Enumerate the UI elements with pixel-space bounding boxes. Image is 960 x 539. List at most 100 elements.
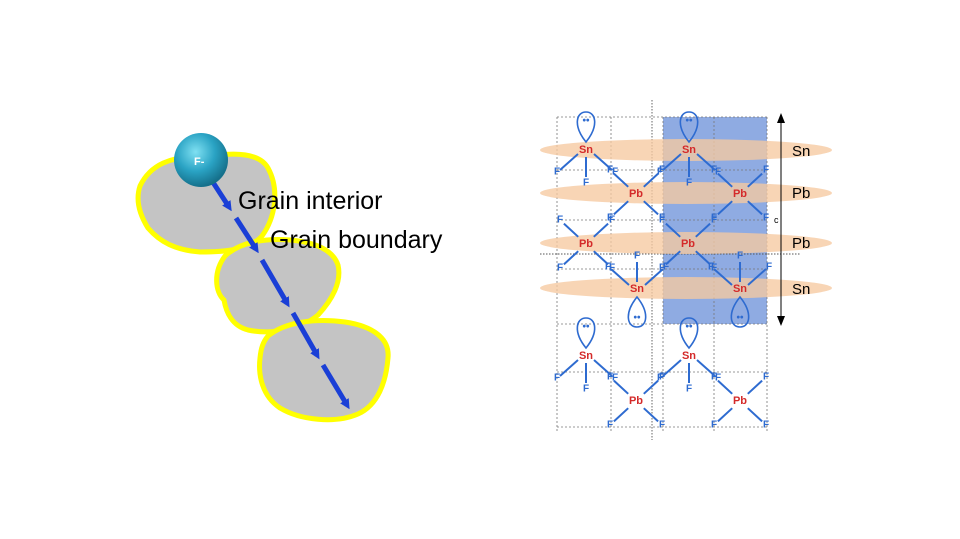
lone-pair-electrons: •• — [582, 322, 590, 333]
bond — [644, 268, 664, 286]
bond — [747, 172, 763, 188]
bond — [695, 222, 711, 238]
diffusion-arrow-segment — [259, 258, 290, 308]
lone-pair-electrons: •• — [582, 116, 590, 127]
bond — [717, 407, 733, 423]
layer-label-sn: Sn — [792, 281, 810, 298]
lone-pair-lobe — [627, 295, 647, 328]
bond — [665, 222, 681, 238]
bond — [747, 268, 767, 286]
bond — [662, 359, 682, 377]
layer-band-sn — [540, 277, 832, 299]
fluorine-atom: F — [659, 165, 665, 176]
lone-pair-lobe — [576, 317, 596, 350]
fluorine-atom: F — [557, 263, 563, 274]
fluorine-atom: F — [557, 215, 563, 226]
fluorine-atom: F — [583, 178, 589, 189]
fluorine-atom: F — [715, 167, 721, 178]
bond — [695, 250, 711, 266]
bond — [613, 407, 629, 423]
diffusion-arrow-segment — [233, 216, 259, 254]
fluorine-atom: F — [657, 167, 663, 178]
fluorine-atom: F — [554, 167, 560, 178]
tin-atom: Sn — [579, 144, 593, 156]
ion-label: F- — [194, 156, 205, 168]
bond — [696, 153, 716, 171]
diffusion-path — [202, 168, 350, 410]
layer-label-pb: Pb — [792, 185, 810, 202]
lone-pair-lobe — [576, 111, 596, 144]
fluorine-atom: F — [609, 215, 615, 226]
bond — [643, 172, 659, 188]
lead-atom: Pb — [681, 238, 695, 250]
bond — [593, 250, 609, 266]
c-axis-arrowhead-top — [777, 113, 785, 123]
bond — [613, 379, 629, 395]
fluorine-atom: F — [605, 262, 611, 273]
layer-label-sn: Sn — [792, 143, 810, 160]
c-axis-label: c — [774, 215, 779, 225]
fluorine-atom: F — [663, 262, 669, 273]
bond — [643, 407, 659, 423]
bond — [717, 200, 733, 216]
bond — [713, 268, 733, 286]
bond — [563, 250, 579, 266]
fluorine-atom: F — [766, 262, 772, 273]
fluorine-atom: F — [607, 213, 613, 224]
bond — [613, 200, 629, 216]
fluorine-atom: F — [708, 262, 714, 273]
grain-diagram: F- Grain interior Grain boundary — [135, 133, 443, 423]
tin-atom: Sn — [579, 350, 593, 362]
bond — [747, 379, 763, 395]
tin-atom: Sn — [682, 350, 696, 362]
fluorine-atom: F — [711, 165, 717, 176]
lone-pair-lobe — [679, 111, 699, 144]
bond — [559, 153, 579, 171]
grain-interior-label: Grain interior — [238, 187, 383, 215]
lone-pair-electrons: •• — [685, 116, 693, 127]
fluorine-atom: F — [612, 167, 618, 178]
layer-bands — [540, 139, 832, 299]
c-axis-arrowhead-bottom — [777, 316, 785, 326]
layer-band-pb — [540, 182, 832, 204]
fluorine-atom: F — [554, 373, 560, 384]
fluorine-atom: F — [612, 373, 618, 384]
lone-pair-electrons: •• — [685, 322, 693, 333]
fluorine-atom: F — [711, 420, 717, 431]
bond — [563, 222, 579, 238]
fluorine-atom: F — [607, 420, 613, 431]
lead-atom: Pb — [733, 395, 747, 407]
fluorine-atom: F — [715, 373, 721, 384]
bond — [696, 359, 716, 377]
layer-band-sn — [540, 139, 832, 161]
bond — [717, 379, 733, 395]
bond — [643, 379, 659, 395]
bond — [643, 200, 659, 216]
c-axis: c — [774, 113, 785, 326]
fluorine-atom: F — [583, 384, 589, 395]
fluorine-atom: F — [659, 215, 665, 226]
bond — [559, 359, 579, 377]
lead-atom: Pb — [629, 395, 643, 407]
tin-atom: Sn — [733, 283, 747, 295]
diffusion-arrow-segment — [290, 311, 320, 360]
bond — [593, 153, 613, 171]
fluorine-atom: F — [737, 251, 743, 262]
lone-pair-electrons: •• — [633, 313, 641, 324]
tin-atom: Sn — [682, 144, 696, 156]
fluorine-atom: F — [763, 213, 769, 224]
fluorine-atom: F — [659, 372, 665, 383]
bond — [665, 250, 681, 266]
layer-band-pb — [540, 232, 832, 254]
fluorine-atom: F — [609, 263, 615, 274]
lead-atom: Pb — [733, 188, 747, 200]
bond — [747, 200, 763, 216]
fluorine-atom: F — [711, 372, 717, 383]
bond — [662, 153, 682, 171]
fluorine-atom: F — [686, 178, 692, 189]
bond — [613, 172, 629, 188]
fluorine-atom: F — [659, 263, 665, 274]
